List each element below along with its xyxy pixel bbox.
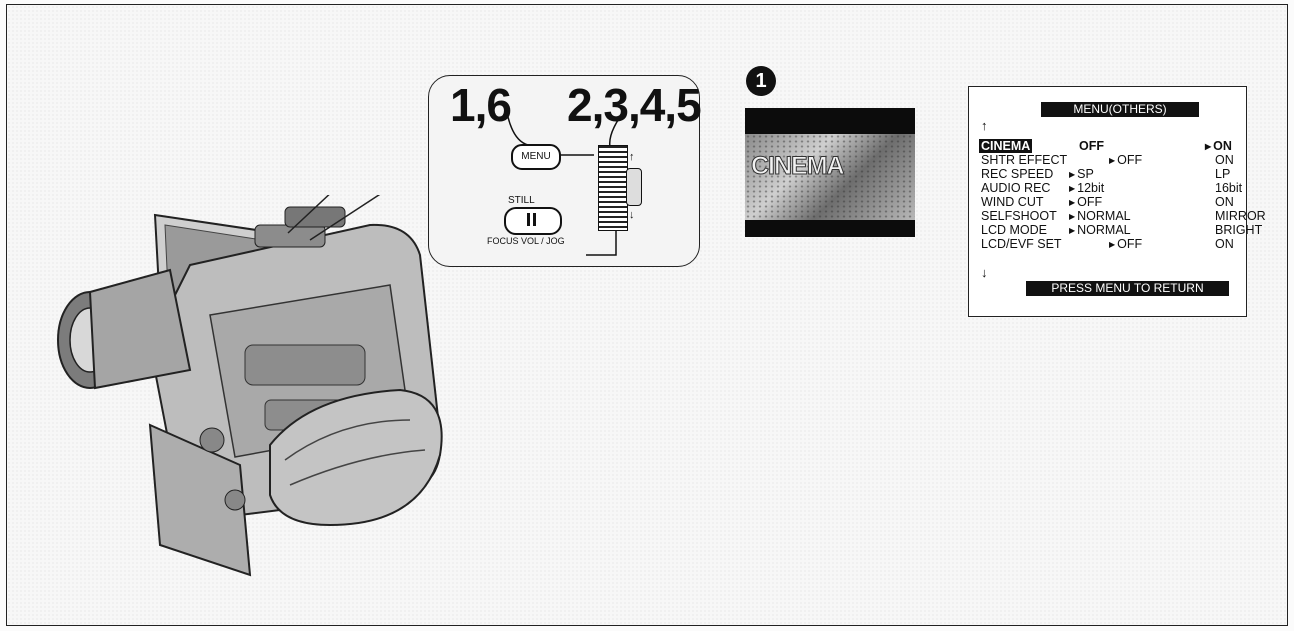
selected-triangle-icon: ▶	[1069, 212, 1075, 221]
scroll-down-arrow-icon: ↓	[981, 265, 988, 280]
menu-row-option-2[interactable]: LP	[1215, 167, 1230, 181]
menu-row-option-2[interactable]: 16bit	[1215, 181, 1242, 195]
menu-row-option-1[interactable]: ▶OFF	[1109, 153, 1142, 169]
preview-cinema-text: CINEMA	[751, 152, 844, 181]
menu-row-option-1-text: 12bit	[1077, 181, 1104, 195]
selected-triangle-icon: ▶	[1069, 198, 1075, 207]
menu-row-option-1[interactable]: ▶OFF	[1109, 237, 1142, 253]
menu-row-option-2[interactable]: ON	[1215, 195, 1234, 209]
menu-row-label: SHTR EFFECT	[981, 153, 1067, 167]
svg-text:↓: ↓	[629, 209, 635, 221]
jog-dial[interactable]	[598, 145, 628, 231]
menu-row-option-2[interactable]: MIRROR	[1215, 209, 1266, 223]
menu-row-option-2[interactable]: ON	[1215, 153, 1234, 167]
menu-row-option-2-text: ON	[1215, 237, 1234, 251]
menu-row-option-2[interactable]: BRIGHT	[1215, 223, 1262, 237]
selected-triangle-icon: ▶	[1069, 226, 1075, 235]
selected-triangle-icon: ▶	[1069, 184, 1075, 193]
menu-row-label: REC SPEED	[981, 167, 1053, 181]
jog-direction-indicator	[626, 168, 642, 206]
selected-triangle-icon: ▶	[1109, 156, 1115, 165]
selected-triangle-icon: ▶	[1069, 170, 1075, 179]
selected-triangle-icon: ▶	[1205, 142, 1211, 151]
scroll-up-arrow-icon: ↑	[981, 118, 988, 133]
press-menu-to-return: PRESS MENU TO RETURN	[1026, 281, 1229, 296]
menu-title: MENU(OTHERS)	[1041, 102, 1199, 117]
menu-row-option-2-text: 16bit	[1215, 181, 1242, 195]
menu-row-option-1-text: NORMAL	[1077, 223, 1130, 237]
selected-triangle-icon: ▶	[1109, 240, 1115, 249]
menu-row-option-2-text: ON	[1213, 139, 1232, 153]
menu-button[interactable]: MENU	[511, 144, 561, 170]
menu-row-option-1-text: OFF	[1079, 139, 1104, 153]
menu-row-option-2-text: MIRROR	[1215, 209, 1266, 223]
menu-row-label: LCD/EVF SET	[981, 237, 1062, 251]
menu-row-option-2-text: ON	[1215, 195, 1234, 209]
menu-row-option-1-text: OFF	[1077, 195, 1102, 209]
menu-row-label: LCD MODE	[981, 223, 1047, 237]
menu-row-label: AUDIO REC	[981, 181, 1050, 195]
camcorder-illustration	[40, 195, 480, 615]
menu-row-option-1-text: OFF	[1117, 153, 1142, 167]
menu-row-option-2-text: LP	[1215, 167, 1230, 181]
menu-row-label: WIND CUT	[981, 195, 1044, 209]
menu-row-option-1-text: SP	[1077, 167, 1094, 181]
menu-row-option-1-text: OFF	[1117, 237, 1142, 251]
menu-row-option-1[interactable]: OFF	[1079, 139, 1104, 153]
menu-row-label: SELFSHOOT	[981, 209, 1057, 223]
focus-vol-jog-label: FOCUS VOL / JOG	[487, 236, 565, 246]
svg-text:↑: ↑	[629, 151, 635, 163]
menu-row-option-2-text: BRIGHT	[1215, 223, 1262, 237]
cinema-preview-screen: CINEMA	[745, 108, 915, 237]
menu-row-label: CINEMA	[979, 139, 1032, 153]
menu-row-option-2[interactable]: ON	[1215, 237, 1234, 251]
still-label: STILL	[508, 195, 535, 206]
pause-icon	[527, 213, 530, 226]
step-marker-1: 1	[746, 66, 776, 96]
menu-row-option-2-text: ON	[1215, 153, 1234, 167]
still-button[interactable]	[504, 207, 562, 235]
menu-row-option-1-text: NORMAL	[1077, 209, 1130, 223]
